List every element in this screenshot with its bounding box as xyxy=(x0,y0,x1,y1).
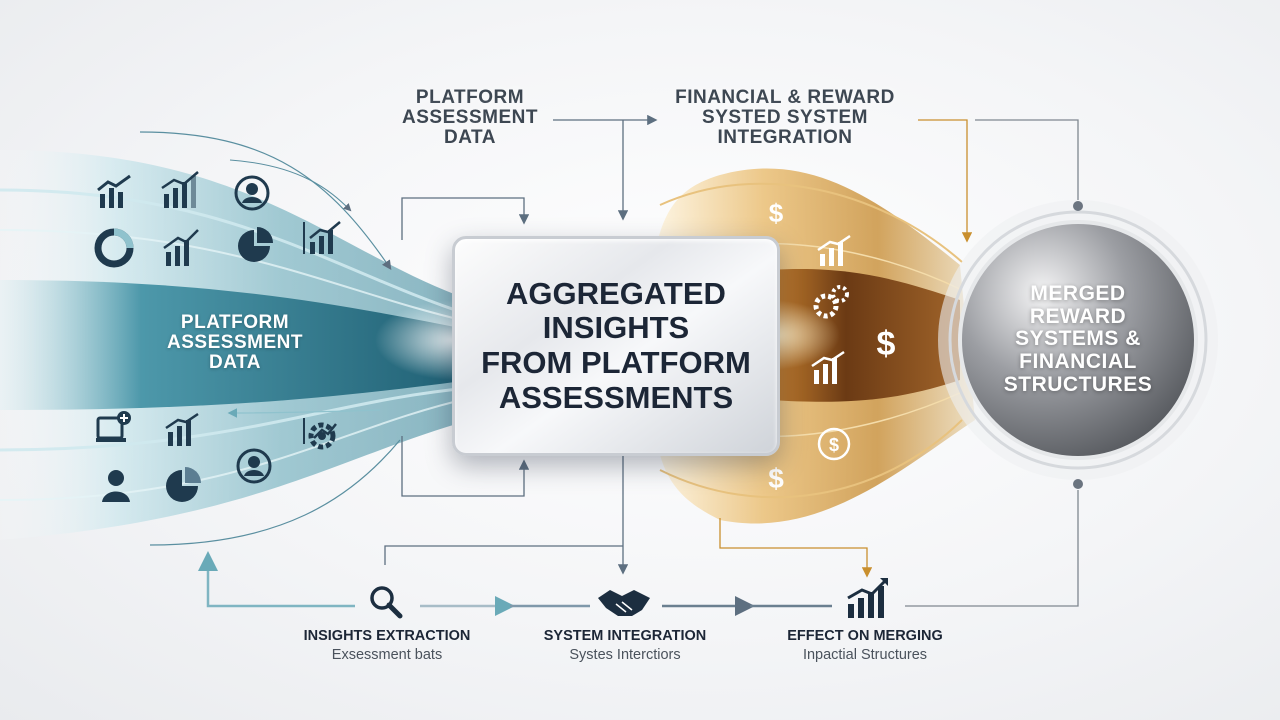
center-box-line: Assessments xyxy=(498,379,734,415)
bar-chart-icon xyxy=(811,350,845,384)
circle-label-line: Systems & xyxy=(1015,327,1141,351)
gears-icon xyxy=(813,285,849,319)
dollar-coin-icon: $ xyxy=(817,427,851,461)
step-insights-extraction-subtitle: Exsessment bats xyxy=(331,647,443,663)
handshake-icon xyxy=(598,590,650,616)
right-icons: $ $ $ $ xyxy=(768,198,895,494)
circle-label-line: Merged xyxy=(1030,282,1126,305)
bar-chart-icon xyxy=(163,229,199,266)
user-circle-icon xyxy=(234,175,270,211)
bar-chart-icon xyxy=(161,171,199,208)
circle-label-line: Structures xyxy=(1003,372,1153,396)
screen-plus-icon xyxy=(96,411,131,442)
donut-chart-icon xyxy=(94,228,134,268)
top-left-label: Platform Assessment Data xyxy=(385,88,555,148)
dollar-icon: $ xyxy=(877,325,896,363)
center-box-line: From Platform xyxy=(481,345,751,380)
top-right-label-line: Integration xyxy=(717,126,853,148)
pie-chart-icon xyxy=(166,467,201,502)
circle-label-line: Reward xyxy=(1029,304,1127,328)
step-system-integration-title: System Integration xyxy=(543,628,707,644)
top-right-label-line: Systed System xyxy=(702,106,868,128)
step-icons xyxy=(370,578,888,619)
left-stream-label-line: Platform xyxy=(180,312,290,333)
merged-circle xyxy=(938,200,1218,489)
gear-chart-icon xyxy=(303,418,337,450)
left-stream-label-line: Data xyxy=(209,351,261,373)
bar-chart-icon xyxy=(303,221,341,254)
step-insights-extraction-title: Insights Extraction xyxy=(303,628,471,644)
dollar-icon: $ xyxy=(768,463,784,494)
svg-text:$: $ xyxy=(829,435,839,455)
left-stream-label-line: Assessment xyxy=(167,331,303,353)
top-right-label: Financial & Reward Systed System Integra… xyxy=(650,88,920,148)
step-effect-on-merging-title: Effect on Merging xyxy=(787,628,943,644)
step-system-integration-subtitle: Systes Interctiors xyxy=(569,647,681,663)
circle-label-line: Financial xyxy=(1019,350,1137,374)
left-stream-label: Platform Assessment Data xyxy=(150,313,320,373)
top-right-label-line: Financial & Reward xyxy=(675,87,895,108)
dollar-icon: $ xyxy=(769,198,784,228)
merged-systems-label: Merged Reward Systems & Financial Struct… xyxy=(990,282,1166,396)
aggregated-insights-box: Aggregated Insights From Platform Assess… xyxy=(452,236,780,456)
line-chart-icon xyxy=(97,174,131,208)
connector-lines xyxy=(198,114,1079,616)
center-box-line: Aggregated xyxy=(506,275,726,311)
top-left-label-line: Platform xyxy=(415,87,525,108)
magnifier-icon xyxy=(370,586,403,619)
user-icon xyxy=(102,470,130,502)
top-left-label-line: Data xyxy=(444,126,496,148)
center-box-line: Insights xyxy=(542,310,690,346)
step-effect-on-merging-subtitle: Inpactial Structures xyxy=(802,647,928,663)
left-icons xyxy=(94,171,341,502)
pie-chart-icon xyxy=(238,227,273,262)
growth-chart-icon xyxy=(847,578,888,618)
bar-chart-icon xyxy=(165,412,199,446)
bar-chart-icon xyxy=(817,234,851,266)
user-circle-icon xyxy=(236,448,272,484)
left-teal-stream xyxy=(0,131,535,546)
top-left-label-line: Assessment xyxy=(402,106,538,128)
